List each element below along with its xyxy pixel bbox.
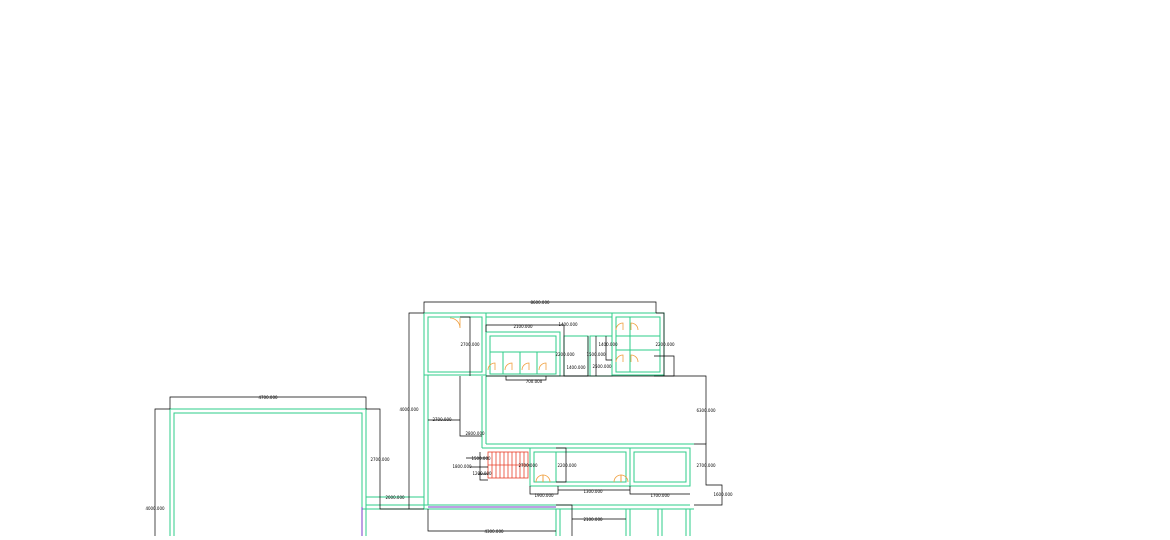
dimension-line [486, 375, 707, 444]
dimension-line [154, 408, 170, 536]
dimension-line [423, 301, 657, 313]
door-swing [535, 474, 544, 483]
dimension-line [556, 447, 567, 483]
dimension-line [556, 504, 573, 536]
door-swing [521, 362, 530, 371]
dimension-label: 2100.000 [583, 517, 603, 522]
dimension-line [505, 376, 547, 381]
dimension-label: 1400.000 [598, 342, 618, 347]
door-swing [613, 474, 622, 483]
dimension-label: 2700.000 [370, 457, 390, 462]
door-swing [630, 354, 639, 363]
dimension-label: 2100.000 [513, 324, 533, 329]
dimension-label: 1300.000 [583, 489, 603, 494]
dimension-line [656, 312, 665, 376]
dimension-label: 1800.000 [452, 464, 472, 469]
dimension-label: 2700.000 [518, 463, 538, 468]
dimension-label: 2700.000 [696, 463, 716, 468]
dimension-label: 2000.000 [385, 495, 405, 500]
dimension-label: 1500.000 [586, 352, 606, 357]
dimension-line [459, 376, 482, 437]
dimension-label: 2700.000 [460, 342, 480, 347]
dimension-label: 700.000 [526, 379, 543, 384]
dimension-label: 2700.000 [432, 417, 452, 422]
lower-room-wall [533, 451, 627, 483]
dimension-line [169, 396, 367, 409]
door-swing [487, 362, 496, 371]
dimension-line [460, 316, 471, 376]
dimension-line [629, 486, 690, 495]
door-swing [542, 474, 551, 483]
dimension-line [408, 312, 424, 510]
dimension-line [427, 509, 556, 532]
door-swing [538, 362, 547, 371]
site-boundary [361, 506, 556, 536]
dimension-line [485, 324, 565, 336]
dimension-line [366, 408, 381, 497]
left-room-inner-wall [173, 412, 363, 540]
dimension-line [379, 497, 409, 510]
dimension-label: 8600.000 [530, 300, 550, 305]
door-swing [615, 354, 624, 363]
dimension-label: 1900.000 [534, 493, 554, 498]
dimension-labels: 8600.000 2100.000 1400.000 2700.000 2200… [145, 300, 733, 534]
dimension-lines [154, 301, 723, 536]
upper-left-room-inner-wall [427, 316, 483, 373]
dimension-label: 4000.000 [145, 506, 165, 511]
dimension-label: 6300.000 [696, 408, 716, 413]
dimension-line [605, 336, 612, 361]
dimension-label: 1600.000 [713, 492, 733, 497]
dimension-line [694, 443, 723, 506]
dimension-label: 2200.000 [557, 463, 577, 468]
doors [449, 317, 639, 483]
lower-right-room-wall [629, 447, 691, 487]
left-room-outer-wall [169, 408, 367, 540]
dimension-label: 2500.000 [592, 364, 612, 369]
toilet-block-inner-wall [489, 335, 557, 375]
toilet-block-outer-wall [485, 331, 561, 377]
door-swing [620, 474, 629, 483]
door-swing [504, 362, 513, 371]
dimension-label: 4300.000 [484, 529, 504, 534]
dimension-label: 2200.000 [555, 352, 575, 357]
dimension-label: 1400.000 [558, 322, 578, 327]
door-swing [615, 322, 624, 331]
dimension-label: 2800.000 [465, 431, 485, 436]
dimension-label: 4700.000 [258, 395, 278, 400]
dimension-label: 1700.000 [650, 493, 670, 498]
dimension-label: 1400.000 [566, 365, 586, 370]
dimension-label: 1500.000 [471, 456, 491, 461]
dimension-label: 2200.000 [655, 342, 675, 347]
cubicle-inner-wall [615, 316, 661, 373]
lower-right-room-wall [633, 451, 687, 483]
door-swing [449, 317, 461, 329]
dimension-line [479, 452, 488, 481]
lower-room-wall [529, 447, 631, 487]
door-swing [630, 322, 639, 331]
dimension-label: 1200.000 [472, 471, 492, 476]
dimension-label: 4000.000 [399, 407, 419, 412]
